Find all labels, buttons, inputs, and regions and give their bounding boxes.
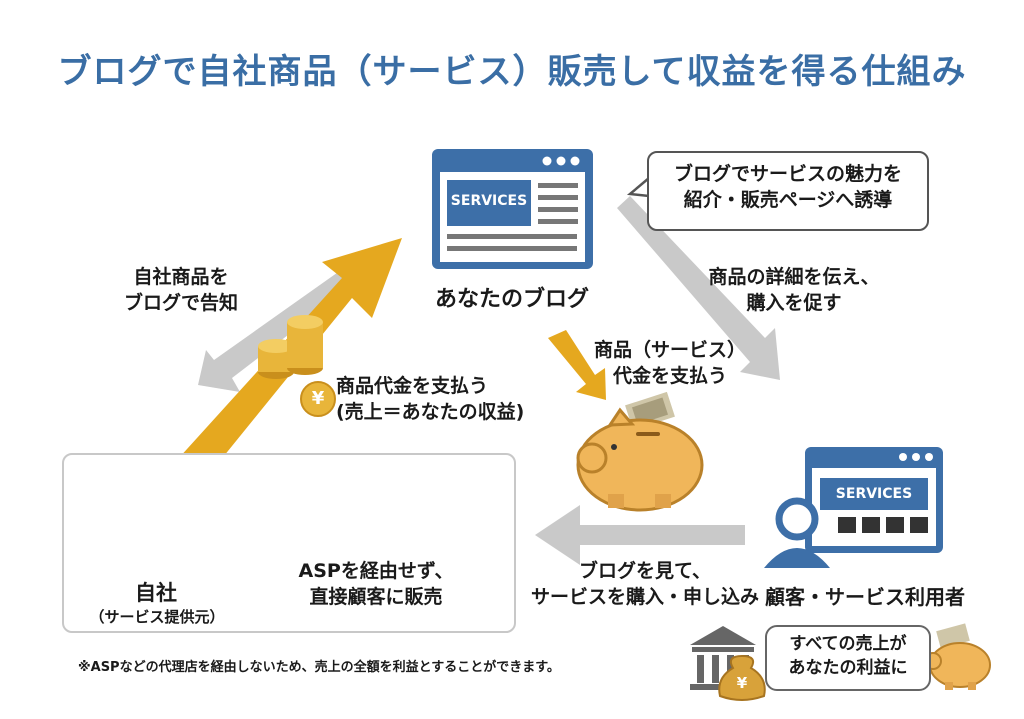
announce-line2: ブログで告知 [123,292,238,314]
customer-screen-text: SERVICES [835,486,913,502]
announce-line1: 自社商品を [133,266,229,288]
footnote: ※ASPなどの代理店を経由しないため、売上の全額を利益とすることができます。 [78,660,560,675]
coin-stack-icon [258,315,323,379]
page-title: ブログで自社商品（サービス）販売して収益を得る仕組み [57,52,967,92]
gray-arrow-customer-action [535,505,745,565]
coin-icon [300,381,336,417]
pay-product-label: 商品（サービス） 代金を支払う [590,337,750,389]
coin-yen-symbol: ¥ [311,388,325,409]
detail-line2: 購入を促す [746,292,842,314]
bubble-line2: 紹介・販売ページへ誘導 [683,189,893,211]
speech-bubble [647,151,929,231]
profit-line1: すべての売上が [789,634,907,654]
person-icon [764,497,830,568]
pay-company-line2: (売上＝あなたの収益) [336,401,525,423]
company-label: 自社 [135,581,177,605]
detail-line1: 商品の詳細を伝え、 [708,266,880,288]
pay-product-line2: 代金を支払う [612,365,727,387]
profit-label: すべての売上が あなたの利益に [765,632,931,680]
company-sublabel: （サービス提供元） [89,608,225,626]
gray-arrow-announce [198,258,370,392]
bubble-line1: ブログでサービスの魅力を [673,163,902,185]
profit-line2: あなたの利益に [788,658,908,678]
blog-label: あなたのブログ [434,287,589,312]
small-piggy-icon [924,623,991,690]
money-bag-yen: ¥ [736,674,748,692]
direct-line2: 直接顧客に販売 [309,586,443,608]
coin-yen-left: ¥ [361,494,377,519]
customer-window-icon [805,447,943,553]
coin-yen-center: ¥ [403,482,425,517]
money-bag-icon [718,654,766,701]
company-box [62,453,516,633]
customer-label: 顧客・サービス利用者 [765,585,965,609]
customer-action-label: ブログを見て、 サービスを購入・申し込み [530,558,760,610]
direct-label: ASPを経由せず、 直接顧客に販売 [276,558,476,610]
blog-window-icon [432,149,593,269]
detail-label: 商品の詳細を伝え、 購入を促す [684,264,904,316]
pay-company-line1: 商品代金を支払う [336,375,489,397]
gray-arrow-detail [617,196,780,380]
pay-company-label: 商品代金を支払う (売上＝あなたの収益) [336,373,536,425]
customer-action-line1: ブログを見て、 [578,560,712,582]
bubble-text: ブログでサービスの魅力を 紹介・販売ページへ誘導 [647,161,929,213]
coin-yen-right: ¥ [451,489,469,517]
announce-label: 自社商品を ブログで告知 [96,264,266,316]
customer-action-line2: サービスを購入・申し込み [530,586,759,608]
gold-arrow-pay-product [548,330,606,400]
blog-screen-text: SERVICES [450,193,528,209]
pay-product-line1: 商品（サービス） [593,339,746,361]
profit-box [765,625,931,691]
direct-line1: ASPを経由せず、 [298,560,454,582]
piggy-bank-icon [576,391,704,512]
